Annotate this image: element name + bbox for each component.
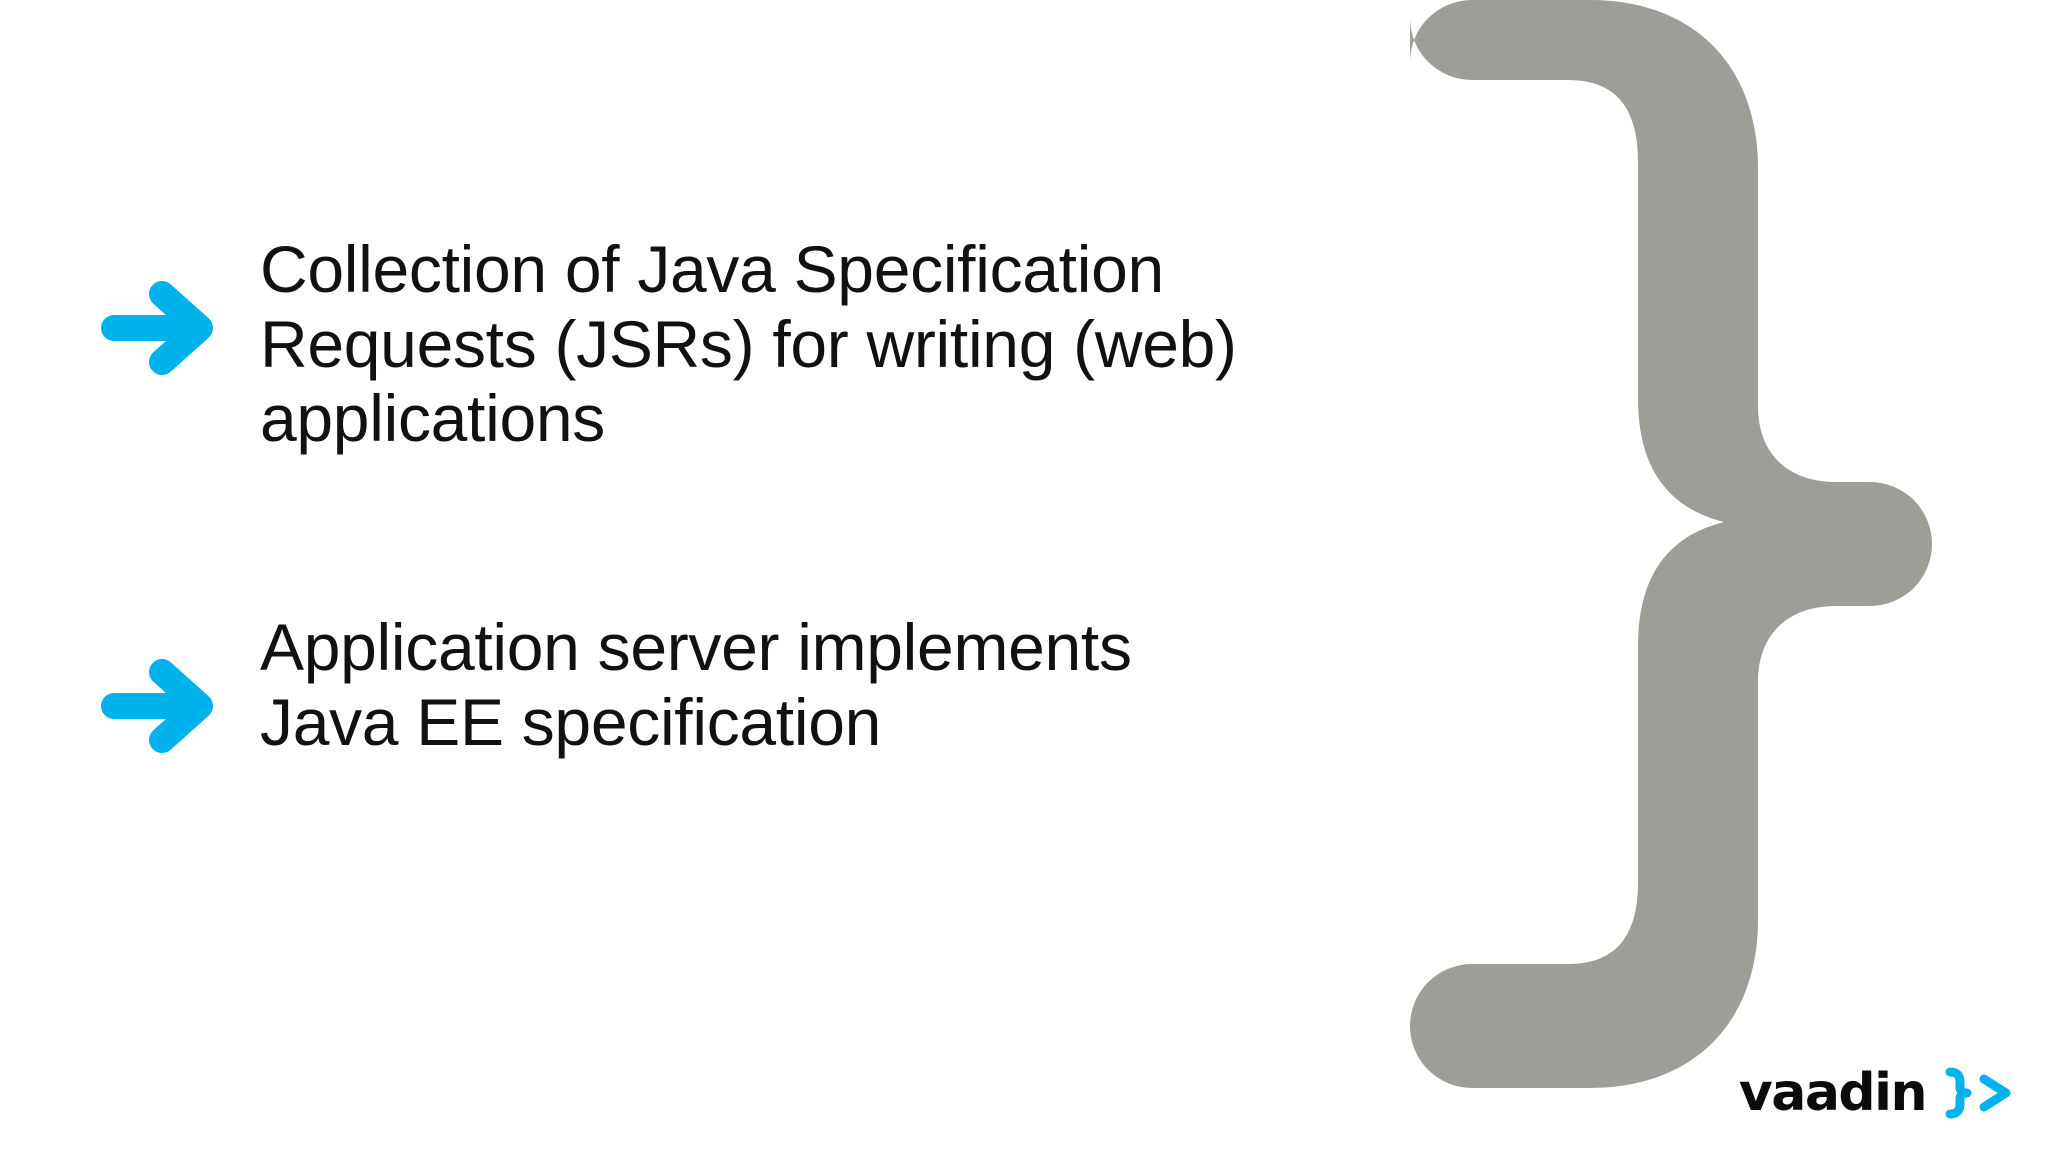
arrow-right-icon	[100, 280, 218, 376]
vaadin-logo: vaadin	[1739, 1058, 2016, 1128]
closing-curly-brace-decoration	[1380, 0, 1940, 1152]
bullet-item: Application server implements Java EE sp…	[100, 610, 1240, 759]
bullet-item: Collection of Java Specification Request…	[100, 232, 1240, 456]
vaadin-brace-arrow-icon	[1942, 1066, 2016, 1120]
bullet-item-label: Application server implements Java EE sp…	[260, 610, 1132, 759]
vaadin-wordmark: vaadin	[1738, 1063, 1928, 1123]
bullet-item-label: Collection of Java Specification Request…	[260, 232, 1237, 456]
arrow-right-icon	[100, 658, 218, 754]
